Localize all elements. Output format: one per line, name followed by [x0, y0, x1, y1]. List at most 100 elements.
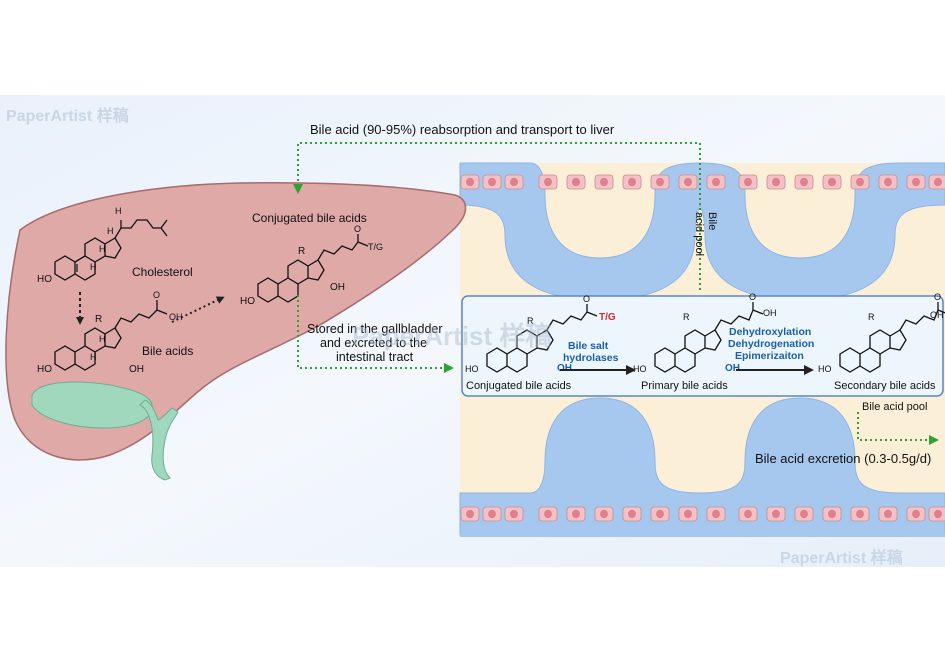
epithelial-cell [538, 506, 558, 522]
excretion-label: Bile acid excretion (0.3-0.5g/d) [755, 451, 931, 466]
epithelial-cell [794, 174, 814, 190]
svg-text:O: O [153, 290, 160, 300]
svg-text:R: R [95, 314, 102, 325]
epithelial-cell [766, 174, 786, 190]
conjugated-liver-label: Conjugated bile acids [252, 211, 367, 225]
bile-to-conjugated-arrow [171, 296, 225, 323]
epithelial-cell [566, 174, 586, 190]
svg-text:R: R [298, 246, 305, 257]
bile-acid-pool-label: Bile acid pool [862, 401, 927, 413]
svg-text:O: O [934, 292, 941, 302]
svg-text:OH: OH [763, 308, 777, 318]
svg-text:hydrolases: hydrolases [563, 352, 619, 364]
epithelial-cell [878, 174, 898, 190]
svg-text:and excreted to the: and excreted to the [320, 336, 427, 350]
epithelial-cell [594, 174, 614, 190]
svg-text:Dehydrogenation: Dehydrogenation [728, 338, 814, 350]
epithelial-cell [822, 506, 842, 522]
svg-text:O: O [354, 224, 361, 234]
svg-text:HO: HO [818, 364, 832, 374]
epithelial-cell [622, 506, 642, 522]
epithelial-cell [928, 506, 945, 522]
svg-text:OH: OH [725, 363, 740, 374]
svg-text:Dehydroxylation: Dehydroxylation [729, 326, 811, 338]
bile-duct [139, 399, 179, 481]
cholesterol-label: Cholesterol [132, 265, 193, 279]
epithelial-cell [850, 174, 870, 190]
watermark-bottom-right: PaperArtist 样稿 [780, 548, 903, 567]
cholesterol-molecule: HO H H H H [37, 206, 168, 285]
svg-text:H: H [99, 244, 106, 254]
epithelial-cell [482, 506, 502, 522]
epithelial-cell [460, 506, 480, 522]
svg-text:OH: OH [557, 363, 572, 374]
epithelial-cell [738, 174, 758, 190]
epithelial-cell [482, 174, 502, 190]
secondary-label: Secondary bile acids [834, 380, 936, 392]
epithelial-cell [822, 174, 842, 190]
svg-text:HO: HO [240, 296, 255, 307]
svg-text:O: O [583, 294, 590, 304]
epithelial-cell [504, 174, 524, 190]
epithelial-cell [538, 174, 558, 190]
conjugated-box-label: Conjugated bile acids [466, 380, 572, 392]
svg-text:R: R [683, 312, 690, 322]
bile-acids-molecule: HO OH R O OH H H [37, 290, 183, 375]
epithelial-cell [594, 506, 614, 522]
primary-molecule: HO OH R O OH [633, 292, 777, 374]
watermark-center: PaperArtist 样稿 [352, 321, 551, 351]
epithelial-cell [906, 174, 926, 190]
epithelial-cell [650, 506, 670, 522]
svg-text:H: H [90, 352, 97, 362]
svg-text:R: R [868, 312, 875, 322]
bile-acid-pool-vertical-2: acid pool [693, 212, 705, 256]
epithelial-cell [622, 174, 642, 190]
svg-text:OH: OH [330, 282, 345, 293]
epithelial-cell [650, 174, 670, 190]
svg-text:HO: HO [37, 364, 52, 375]
epithelial-cell [878, 506, 898, 522]
bottom-epithelial-cells [460, 506, 945, 522]
epithelial-cell [706, 506, 726, 522]
svg-text:O: O [749, 292, 756, 302]
epithelial-cell [794, 506, 814, 522]
epithelial-cell [460, 174, 480, 190]
top-mucosa [459, 162, 945, 301]
svg-text:OH: OH [169, 312, 183, 322]
primary-label: Primary bile acids [641, 380, 728, 392]
svg-text:T/G: T/G [599, 312, 616, 323]
bile-acid-pool-vertical-1: Bile [706, 212, 718, 230]
epithelial-cell [738, 506, 758, 522]
gallbladder [31, 381, 153, 429]
svg-text:H: H [99, 334, 106, 344]
epithelial-cell [928, 174, 945, 190]
svg-text:T/G: T/G [368, 242, 383, 252]
epithelial-cell [706, 174, 726, 190]
epithelial-cell [504, 506, 524, 522]
epithelial-cell [906, 506, 926, 522]
svg-text:Bile salt: Bile salt [568, 340, 609, 352]
svg-text:R: R [527, 316, 534, 326]
epithelial-cell [766, 506, 786, 522]
reabsorption-label: Bile acid (90-95%) reabsorption and tran… [310, 122, 615, 137]
cholesterol-ho: HO [37, 274, 52, 285]
conjugated-box-molecule: HO OH R O T/G [465, 294, 616, 374]
liver [5, 182, 467, 481]
secondary-molecule: HO R O OH [818, 292, 945, 374]
svg-text:H: H [107, 226, 114, 236]
svg-text:HO: HO [633, 364, 647, 374]
svg-text:OH: OH [129, 364, 144, 375]
svg-text:Epimerizaiton: Epimerizaiton [735, 350, 804, 362]
epithelial-cell [678, 506, 698, 522]
epithelial-cell [850, 506, 870, 522]
epithelial-cell [566, 506, 586, 522]
svg-text:H: H [115, 206, 122, 216]
top-epithelial-cells [460, 174, 945, 190]
svg-text:H: H [90, 262, 97, 272]
svg-text:Stored in the gallbladder: Stored in the gallbladder [307, 322, 443, 336]
svg-text:intestinal tract: intestinal tract [336, 350, 414, 364]
bottom-mucosa [459, 397, 945, 536]
conjugated-liver-molecule: HO OH R O T/G [240, 224, 383, 307]
